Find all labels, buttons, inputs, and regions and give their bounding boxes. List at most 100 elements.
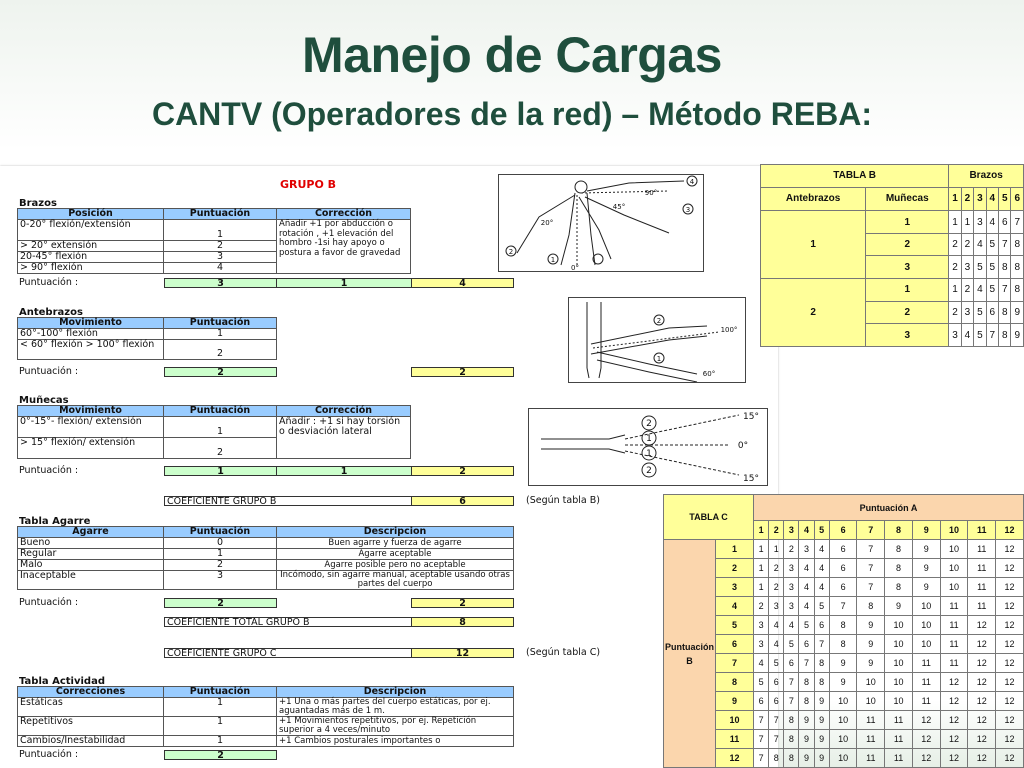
cell: 0: [163, 537, 277, 549]
cell: 9: [1010, 300, 1024, 325]
cell: 12: [995, 539, 1024, 559]
cell: 10: [911, 615, 941, 635]
cell: 7: [768, 729, 785, 749]
cell: 6: [752, 691, 770, 711]
col-header: 8: [884, 520, 913, 540]
cell: 11: [856, 729, 886, 749]
col-header: Posición: [17, 208, 164, 220]
cell: +1 Cambios posturales importantes o: [276, 735, 514, 747]
cell: 1: [163, 735, 277, 747]
cell: 12: [967, 672, 997, 692]
cell: 12: [995, 653, 1024, 673]
cell: 4: [783, 615, 800, 635]
score-cell: 2: [164, 750, 277, 760]
reba-worksheet: GRUPO B Brazos Posición Puntuación Corre…: [0, 166, 778, 768]
cell: 5: [798, 615, 815, 635]
col-header: Puntuación: [163, 686, 277, 698]
cell: 11: [856, 710, 886, 730]
cell: 1: [163, 328, 277, 340]
cell: 1: [752, 558, 770, 578]
cell: 1: [948, 278, 962, 302]
score-cell: 1: [276, 278, 412, 288]
cell: 3: [798, 539, 815, 559]
coef-grupo-b-note: (Según tabla B): [526, 495, 600, 506]
zone-number: 1: [551, 256, 555, 264]
zone-number: 2: [509, 248, 513, 256]
slide-title: Manejo de Cargas: [302, 27, 722, 83]
cell: Regular: [17, 548, 164, 560]
cell: 7: [752, 710, 770, 730]
cell: > 20° extensión: [17, 240, 164, 252]
cell: 1: [163, 548, 277, 560]
cell: < 60° flexión > 100° flexión: [17, 339, 164, 360]
cell: 7: [768, 710, 785, 730]
score-cell: 3: [164, 278, 277, 288]
cell: 11: [884, 748, 913, 768]
zone-number: 2: [646, 419, 652, 429]
grupo-b-title: GRUPO B: [280, 178, 337, 191]
cell: 8: [884, 539, 913, 559]
coef-grupo-b-label: COEFICIENTE GRUPO B: [164, 496, 412, 506]
cell: 8: [813, 672, 830, 692]
cell: 5: [973, 255, 987, 280]
cell: 6: [828, 539, 858, 559]
score-cell: 1: [164, 466, 277, 476]
tabla-c-title: TABLA C: [663, 494, 754, 540]
cell: 5: [752, 672, 770, 692]
angle-label: 15°: [743, 412, 759, 422]
cell: 11: [884, 729, 913, 749]
cell: 5: [768, 653, 785, 673]
cell: 2: [752, 596, 770, 616]
cell: Agarre posible pero no aceptable: [276, 559, 514, 571]
cell: 9: [911, 558, 941, 578]
cell: 9: [911, 577, 941, 597]
cell: 12: [995, 577, 1024, 597]
actividad-table: Correcciones Puntuación Descripcion Está…: [17, 686, 514, 747]
cell: 8: [998, 300, 1012, 325]
cell: 4: [973, 232, 987, 257]
cell: 7: [856, 539, 886, 559]
col-header: 9: [911, 520, 941, 540]
cell: 7: [783, 691, 800, 711]
cell: 11: [911, 672, 941, 692]
cell: 12: [995, 634, 1024, 654]
puntuacion-label: Puntuación :: [19, 465, 79, 476]
puntuacion-b-value: 8: [715, 672, 754, 692]
angle-label: 45°: [613, 203, 625, 211]
cell: 9: [813, 748, 830, 768]
score-cell: 1: [276, 466, 412, 476]
brazos-correccion: Añadir +1 por abducción o rotación , +1 …: [276, 219, 411, 274]
cell: 12: [967, 691, 997, 711]
puntuacion-b-value: 1: [715, 539, 754, 559]
cell: 6: [768, 672, 785, 692]
coef-total-grupo-b-value: 8: [411, 617, 514, 627]
cell: 4: [813, 558, 830, 578]
table-row: Regular 1 Agarre aceptable: [17, 548, 514, 560]
cell: 7: [856, 577, 886, 597]
puntuacion-label: Puntuación :: [19, 277, 79, 288]
cell: 3: [783, 577, 800, 597]
cell: 10: [828, 729, 858, 749]
cell: 9: [813, 691, 830, 711]
cell: 3: [960, 255, 975, 280]
score-cell: 2: [164, 367, 277, 377]
cell: 12: [939, 691, 969, 711]
cell: 6: [783, 653, 800, 673]
cell: 6: [985, 300, 1000, 325]
cell: 5: [973, 323, 987, 347]
cell: 8: [768, 748, 785, 768]
col-header: 2: [960, 186, 975, 212]
puntuacion-b-value: 5: [715, 615, 754, 635]
col-header: 5: [998, 186, 1012, 212]
col-header: Puntuación: [163, 405, 277, 417]
angle-label: 60°: [703, 370, 715, 378]
col-header: 6: [828, 520, 858, 540]
muneca-value: 3: [865, 323, 950, 347]
cell: 4: [973, 278, 987, 302]
angle-label: 20°: [541, 219, 553, 227]
cell: 11: [939, 615, 969, 635]
